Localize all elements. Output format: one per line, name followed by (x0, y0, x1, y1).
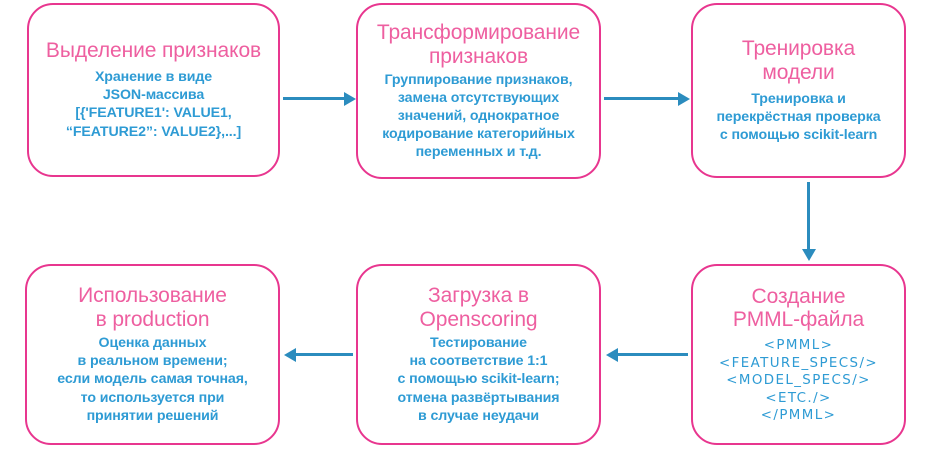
node-body-pmml-creation: <PMML> <FEATURE_SPECS/> <MODEL_SPECS/> <… (719, 338, 878, 424)
arrow-left-icon (606, 347, 618, 362)
arrow-left-icon (284, 347, 296, 362)
node-body-production-usage: Оценка данных в реальном времени; если м… (57, 335, 248, 424)
node-title-openscoring-upload: Загрузка в Openscoring (419, 284, 538, 332)
node-body-feature-transform: Группирование признаков, замена отсутств… (382, 71, 575, 161)
connector-line (807, 182, 810, 250)
node-production-usage: Использование в production Оценка данных… (25, 264, 280, 445)
arrow-right-icon (678, 91, 690, 106)
node-model-training: Тренировка модели Тренировка и перекрёст… (691, 3, 906, 178)
node-title-pmml-creation: Создание PMML-файла (732, 284, 865, 332)
node-title-production-usage: Использование в production (78, 284, 227, 332)
connector-line (618, 353, 688, 356)
arrow-down-icon (801, 249, 816, 261)
node-body-openscoring-upload: Тестирование на соответствие 1:1 с помощ… (397, 335, 560, 424)
node-title-model-training: Тренировка модели (741, 36, 856, 84)
connector-line (604, 97, 679, 100)
node-title-feature-extraction: Выделение признаков (45, 39, 262, 63)
connector-line (283, 97, 345, 100)
connector-line (296, 353, 353, 356)
node-openscoring-upload: Загрузка в Openscoring Тестирование на с… (356, 264, 601, 445)
node-body-feature-extraction: Хранение в виде JSON-массива [{'FEATURE1… (65, 69, 242, 140)
node-feature-extraction: Выделение признаков Хранение в виде JSON… (27, 3, 280, 177)
arrow-right-icon (344, 91, 356, 106)
node-body-model-training: Тренировка и перекрёстная проверка с пом… (716, 90, 881, 144)
node-feature-transform: Трансформирование признаков Группировани… (356, 3, 601, 179)
node-pmml-creation: Создание PMML-файла <PMML> <FEATURE_SPEC… (691, 264, 906, 445)
node-title-feature-transform: Трансформирование признаков (376, 20, 581, 68)
